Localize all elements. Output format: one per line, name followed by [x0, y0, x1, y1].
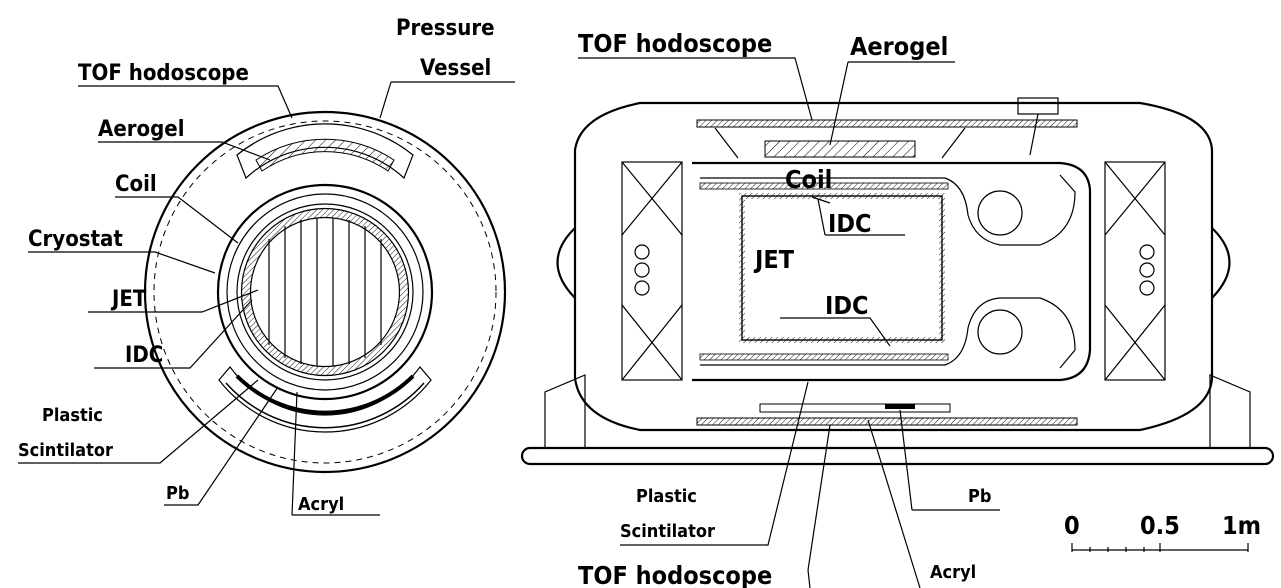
pb-side-block [885, 404, 915, 409]
support-rail [520, 446, 1275, 466]
acryl-side-label: Acryl [930, 562, 976, 583]
aerogel-side-block [764, 140, 916, 158]
idc-ring [241, 208, 409, 376]
plastic-label-2: Scintilator [18, 440, 113, 461]
tof-label: TOF hodoscope [78, 61, 249, 86]
plastic-side-label-2: Scintilator [620, 521, 715, 542]
pressure-vessel-label-1: Pressure [396, 16, 495, 41]
idc-bottom-label: IDC [825, 291, 869, 320]
scale-one-label: 1m [1222, 511, 1261, 540]
coil-label: Coil [115, 172, 157, 197]
coil-ring [226, 193, 424, 391]
pressure-vessel-label-2: Vessel [420, 56, 491, 81]
tof-top-bar [696, 119, 1078, 128]
idc-label: IDC [125, 343, 163, 368]
right-end-frame [1104, 161, 1166, 381]
aerogel-block [255, 138, 395, 172]
idc-top-label: IDC [828, 209, 872, 238]
cryostat-label: Cryostat [28, 227, 123, 252]
aerogel-side-label: Aerogel [850, 32, 948, 61]
jet-side-label: JET [753, 245, 795, 274]
scale-zero-label: 0 [1064, 511, 1080, 540]
pb-layer [235, 374, 415, 415]
left-leaders [18, 81, 515, 516]
plastic-side-label-1: Plastic [636, 486, 697, 507]
jet-label: JET [110, 287, 147, 312]
pressure-vessel-outline [143, 110, 507, 474]
tof-top-label: TOF hodoscope [578, 29, 772, 58]
right-leaders [578, 57, 1000, 588]
tof-ring [153, 120, 497, 464]
coil-inner-ring [236, 203, 414, 381]
pressure-vessel-side [573, 101, 1214, 432]
aerogel-label: Aerogel [98, 117, 185, 142]
pb-side-label: Pb [968, 486, 991, 507]
side-view: TOF hodoscope Aerogel Coil IDC JET IDC P… [520, 29, 1275, 588]
tof-bottom-bar [696, 417, 1078, 426]
coil-strip-top [699, 182, 949, 190]
cryostat-outline [216, 183, 434, 401]
scale-bar: 0 0.5 1m [1064, 511, 1261, 552]
jet-chamber-wires [268, 218, 382, 366]
idc-box [739, 193, 945, 343]
acryl-label: Acryl [298, 494, 344, 515]
cryostat-side [692, 161, 1092, 382]
plastic-label-1: Plastic [42, 405, 103, 426]
pb-label: Pb [166, 483, 189, 504]
scale-half-label: 0.5 [1140, 511, 1180, 540]
acryl-layer [225, 382, 425, 429]
left-end-frame [621, 161, 683, 381]
cross-section-view: Pressure Vessel TOF hodoscope Aerogel Co… [18, 16, 515, 516]
tof-bottom-label: TOF hodoscope [578, 561, 772, 588]
coil-side-label: Coil [785, 165, 832, 194]
coil-strip-bottom [699, 353, 949, 361]
